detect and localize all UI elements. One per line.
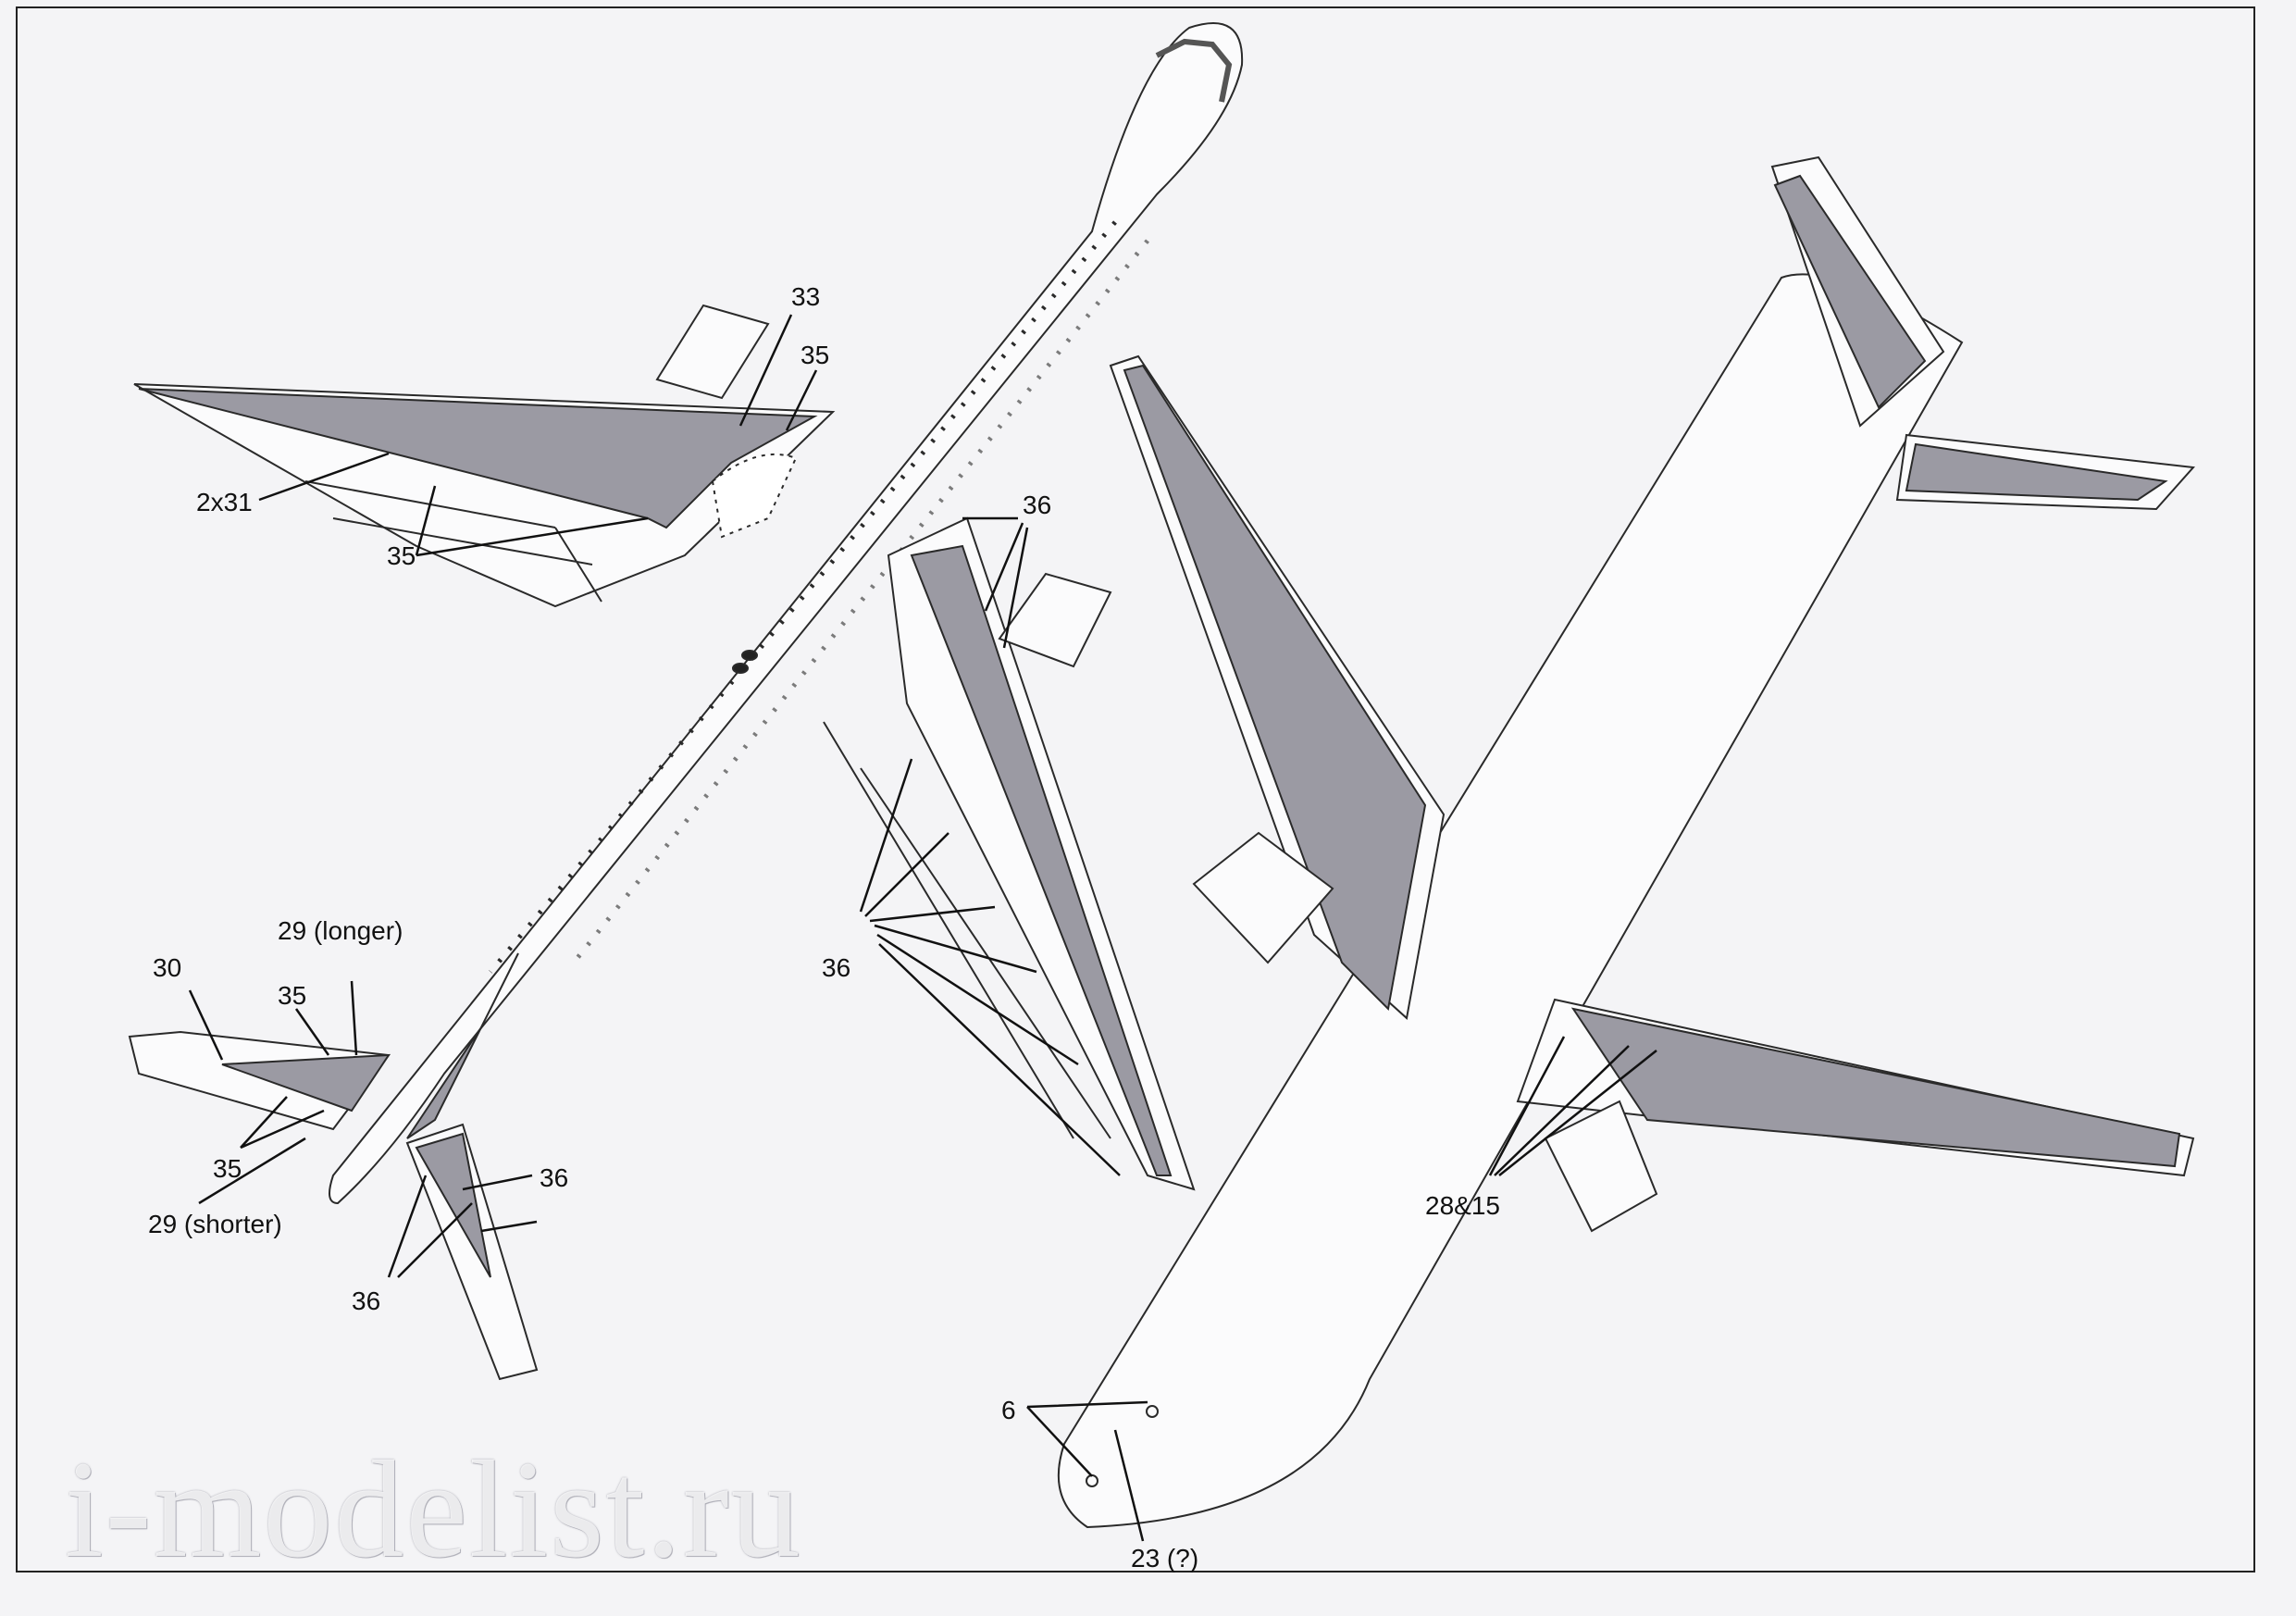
label-35-top-a: 35 <box>800 341 829 369</box>
label-35-top-b: 35 <box>387 541 416 570</box>
top-left-engine <box>655 304 770 400</box>
top-right-wing-grey <box>910 544 1173 1176</box>
top-left-wing-grey <box>138 388 818 529</box>
label-23: 23 (?) <box>1131 1544 1198 1572</box>
bottom-view-aircraft <box>1057 155 2196 1529</box>
leader-lines <box>188 314 1657 1542</box>
label-2x31: 2x31 <box>196 488 253 516</box>
bottom-left-wing-grey <box>1123 364 1427 1012</box>
callout-labels: 33 35 2x31 35 36 36 29 (longer) 30 35 35… <box>148 282 1500 1572</box>
top-fin <box>406 952 519 1139</box>
label-35-tail-b: 35 <box>213 1154 242 1183</box>
label-36-wing-b: 36 <box>822 953 850 982</box>
label-35-tail-a: 35 <box>278 981 306 1010</box>
bottom-fin-grey <box>1773 174 1927 409</box>
label-33: 33 <box>791 282 820 311</box>
bottom-right-engine <box>1544 1100 1658 1233</box>
watermark: i-modelist.ru <box>65 1433 802 1586</box>
top-fuselage <box>329 22 1244 1205</box>
cockpit-window <box>1155 38 1233 103</box>
label-28-15: 28&15 <box>1425 1191 1500 1220</box>
window-row-left <box>489 220 1117 974</box>
top-right-tailplane-grey <box>415 1132 491 1278</box>
top-view-aircraft <box>128 22 1244 1381</box>
label-36-wing-a: 36 <box>1023 491 1051 519</box>
label-29-longer: 29 (longer) <box>278 916 403 945</box>
bottom-tailplane-grey <box>1905 442 2168 502</box>
page-border <box>16 6 2255 1572</box>
bottom-left-engine <box>1192 831 1334 964</box>
label-36-tail-a: 36 <box>540 1163 568 1192</box>
label-30: 30 <box>153 953 181 982</box>
label-36-tail-b: 36 <box>352 1287 380 1315</box>
label-29-shorter: 29 (shorter) <box>148 1210 282 1238</box>
label-6: 6 <box>1001 1396 1016 1424</box>
bottom-right-wing-grey <box>1570 1007 2181 1168</box>
top-right-engine <box>998 572 1112 668</box>
top-left-tailplane-grey <box>221 1053 391 1113</box>
top-left-wing-root-dots <box>711 453 798 539</box>
